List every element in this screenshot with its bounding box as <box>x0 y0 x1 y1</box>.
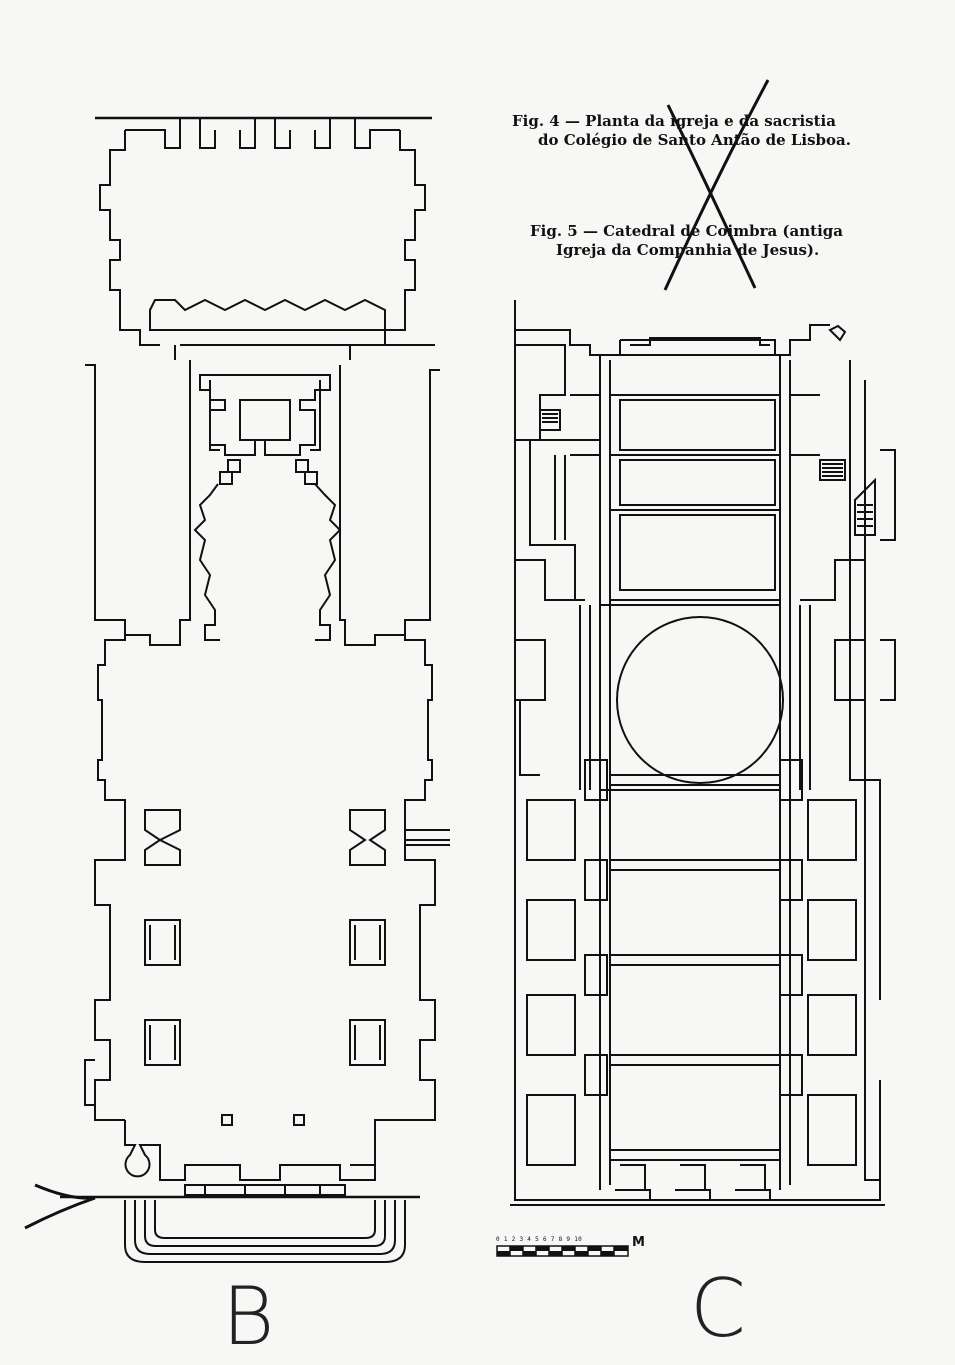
scale-bar-unit: M <box>632 1235 645 1250</box>
scale-bar-numbers: 0 1 2 3 4 5 6 7 8 9 10 <box>496 1236 583 1243</box>
fig5-caption-line2: Igreja da Companhia de Jesus). <box>556 241 820 259</box>
handwritten-label-c: C <box>690 1262 746 1355</box>
plan-coimbra <box>510 79 896 1206</box>
fig4-caption-line2: do Colégio de Santo Antão de Lisboa. <box>538 131 851 149</box>
handwritten-label-b: B <box>222 1270 275 1363</box>
fig4-caption: Fig. 4 — Planta da igreja e da sacristia… <box>512 112 851 150</box>
fig5-caption-line1: Fig. 5 — Catedral de Coimbra (antiga <box>530 222 843 240</box>
fig5-caption: Fig. 5 — Catedral de Coimbra (antiga Igr… <box>530 222 843 260</box>
scale-bar-fill <box>497 1246 628 1256</box>
fig4-caption-line1: Fig. 4 — Planta da igreja e da sacristia <box>512 112 836 130</box>
plan-santo-antao <box>24 116 450 1263</box>
